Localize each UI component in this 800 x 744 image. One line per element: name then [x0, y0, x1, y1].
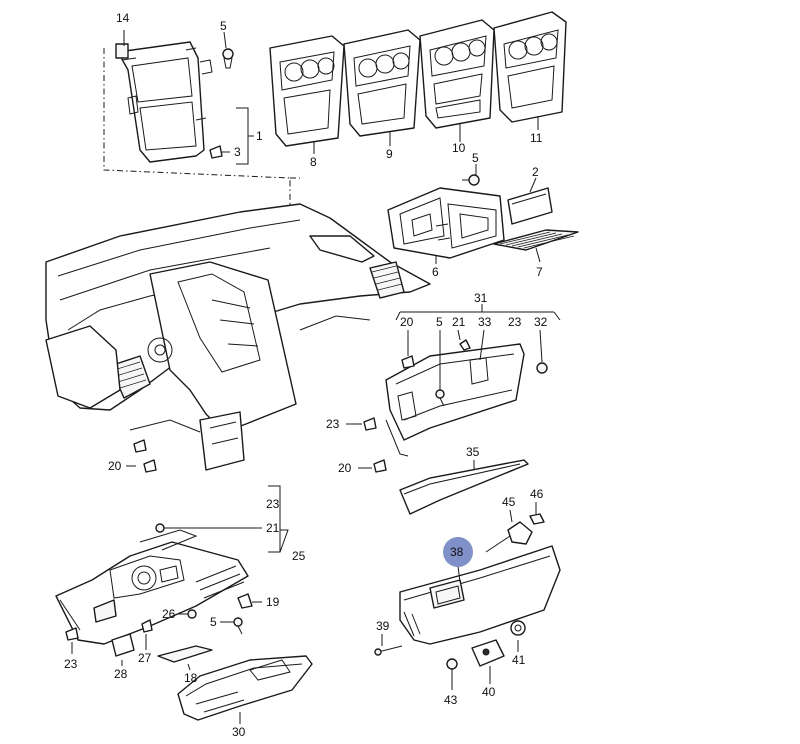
screw-part [435, 362, 548, 407]
storage-tray-part [399, 459, 529, 515]
callout-label: 40 [482, 685, 496, 699]
bezel-part [419, 19, 495, 129]
callout-label: 30 [232, 725, 246, 739]
callout-label: 41 [512, 653, 526, 667]
callout-label: 5 [472, 151, 479, 165]
callout-label: 32 [534, 315, 548, 329]
callout-label: 18 [184, 671, 198, 685]
bezel-part [269, 35, 345, 147]
glove-box-tray-part [177, 655, 313, 721]
callout-label: 11 [530, 131, 543, 145]
callout-label: 33 [478, 315, 492, 329]
mounting-frame-part [115, 41, 213, 163]
screw-part [462, 174, 480, 186]
callout-label: 20 [338, 461, 352, 475]
callout-label: 9 [386, 147, 393, 161]
callout-label: 19 [266, 595, 280, 609]
callout-label: 7 [536, 265, 543, 279]
cover-part [507, 187, 553, 225]
bezel-part [493, 11, 567, 123]
pin-part [529, 513, 545, 525]
callout-label: 38 [450, 545, 464, 559]
callout-label: 21 [452, 315, 466, 329]
dashboard-part [45, 203, 431, 471]
bulb-part [510, 620, 526, 636]
callout-label: 21 [266, 521, 280, 535]
callout-label: 45 [502, 495, 516, 509]
callout-label: 26 [162, 607, 176, 621]
leader-lines [71, 30, 561, 724]
callout-label: 20 [400, 315, 414, 329]
callout-label: 23 [326, 417, 340, 431]
callout-label: 20 [108, 459, 122, 473]
screw-part [233, 617, 243, 635]
switch-part [471, 639, 505, 667]
callout-label: 46 [530, 487, 544, 501]
callout-label: 23 [64, 657, 78, 671]
callout-label: 25 [292, 549, 306, 563]
radio-housing-part [387, 187, 505, 259]
callout-label: 10 [452, 141, 466, 155]
clip-part [363, 339, 471, 473]
callout-label: 2 [532, 165, 539, 179]
callout-label: 5 [210, 615, 217, 629]
callout-label: 43 [444, 693, 458, 707]
glove-box-housing-part [385, 343, 525, 457]
callout-label: 3 [234, 145, 241, 159]
clip-part [65, 523, 253, 641]
clip-part [133, 439, 157, 473]
callout-label: 5 [436, 315, 443, 329]
callout-label: 8 [310, 155, 317, 169]
bezel-part [343, 29, 421, 137]
mat-part [157, 645, 213, 663]
screw-part [222, 48, 234, 69]
glove-box-left-part [55, 529, 249, 645]
callout-labels: 14 5 1 3 8 9 10 11 5 2 6 7 31 20 5 21 33… [64, 11, 548, 739]
screw-part [446, 658, 458, 678]
callout-label: 6 [432, 265, 439, 279]
mat-part [493, 229, 579, 251]
callout-label: 39 [376, 619, 390, 633]
callout-label: 28 [114, 667, 128, 681]
callout-label: 23 [508, 315, 522, 329]
callout-label: 23 [266, 497, 280, 511]
lock-cylinder-part [485, 521, 533, 553]
glove-box-lid-part [399, 545, 561, 645]
cover-part [111, 633, 135, 657]
callout-label: 14 [116, 11, 130, 25]
callout-label: 35 [466, 445, 480, 459]
callout-label: 1 [256, 129, 263, 143]
screw-part [374, 645, 403, 656]
callout-label: 31 [474, 291, 488, 305]
clip-part [209, 145, 223, 159]
highlight-marker [443, 537, 473, 567]
callout-label: 27 [138, 651, 152, 665]
callout-label: 5 [220, 19, 227, 33]
